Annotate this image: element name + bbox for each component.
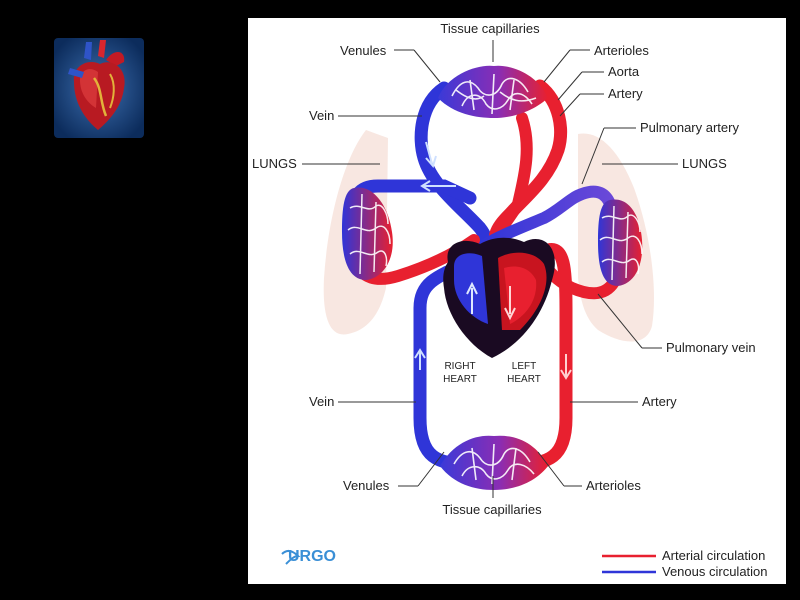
label-aorta: Aorta [608, 64, 640, 79]
label-pulmonary-vein: Pulmonary vein [666, 340, 756, 355]
label-lungs-left: LUNGS [252, 156, 297, 171]
label-venules-bottom: Venules [343, 478, 390, 493]
label-tissue-capillaries-top: Tissue capillaries [440, 21, 540, 36]
label-pointer-lines [302, 40, 678, 498]
urgo-logo-text: URGO [288, 548, 336, 565]
aorta-branch [490, 112, 533, 248]
circulation-diagram-panel: Tissue capillaries Venules Arterioles Ao… [248, 18, 786, 584]
circulation-diagram: Tissue capillaries Venules Arterioles Ao… [252, 21, 768, 579]
flow-arrows [414, 141, 572, 380]
label-vein-bottom: Vein [309, 394, 334, 409]
label-lungs-right: LUNGS [682, 156, 727, 171]
legend-venous-label: Venous circulation [662, 564, 768, 579]
label-tissue-capillaries-bottom: Tissue capillaries [442, 502, 542, 517]
heart-thumbnail [54, 38, 144, 138]
label-venules-top: Venules [340, 43, 387, 58]
top-tissue-capillaries [438, 65, 548, 118]
label-arterioles-bottom: Arterioles [586, 478, 641, 493]
heart [443, 237, 555, 358]
left-lung-capillaries [342, 187, 393, 280]
bottom-tissue-capillaries [440, 435, 548, 490]
label-artery-bottom: Artery [642, 394, 677, 409]
urgo-logo: URGO [281, 548, 336, 565]
label-arterioles-top: Arterioles [594, 43, 649, 58]
label-pulmonary-artery: Pulmonary artery [640, 120, 739, 135]
label-right-heart-2: HEART [443, 374, 477, 385]
label-artery-top: Artery [608, 86, 643, 101]
label-left-heart-1: LEFT [512, 361, 536, 372]
heart-anatomy-icon [54, 38, 144, 138]
label-left-heart-2: HEART [507, 374, 541, 385]
legend: Arterial circulation Venous circulation [602, 548, 768, 579]
label-vein-top: Vein [309, 108, 334, 123]
pulmonary-artery-path [474, 185, 616, 254]
right-lung-capillaries [598, 199, 643, 286]
legend-arterial-label: Arterial circulation [662, 548, 765, 563]
label-right-heart-1: RIGHT [444, 361, 475, 372]
